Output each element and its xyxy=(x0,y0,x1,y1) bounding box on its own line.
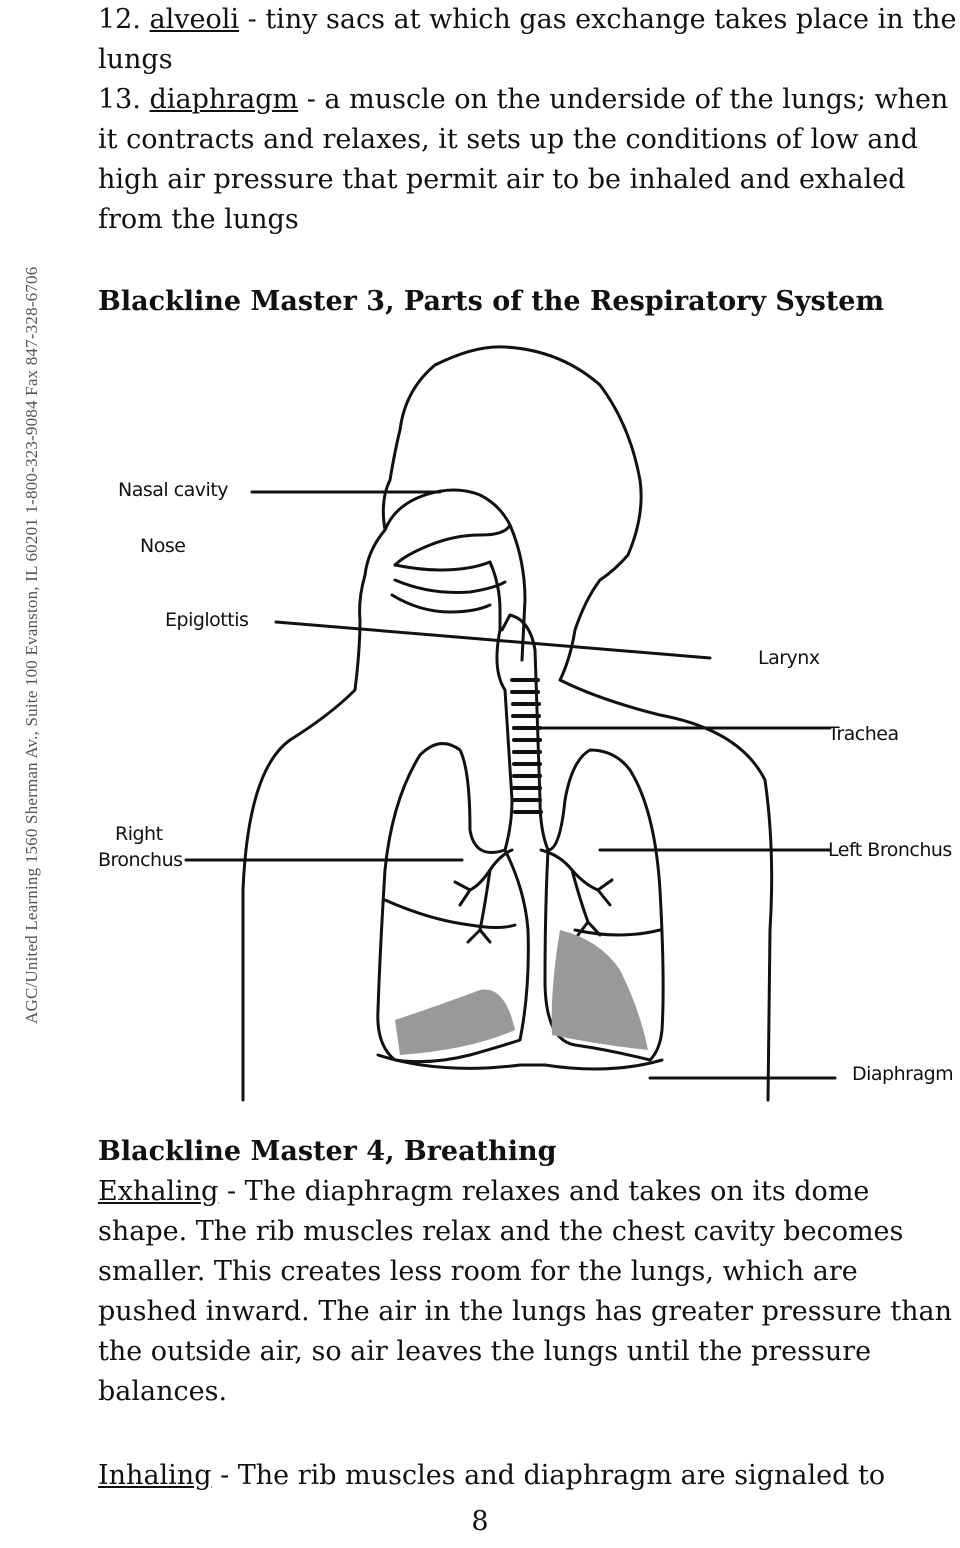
label-right-bronchus-line2: Bronchus xyxy=(98,849,183,871)
larynx-pointer xyxy=(274,620,712,660)
label-nose: Nose xyxy=(140,535,185,557)
respiratory-system-diagram: Nasal cavity Nose Epiglottis Larynx Trac… xyxy=(98,345,954,1102)
label-trachea: Trachea xyxy=(827,723,899,745)
glossary-number: 12. xyxy=(98,4,141,35)
body-outline xyxy=(241,345,774,1102)
page-number: 8 xyxy=(471,1506,489,1537)
label-right-bronchus-line1: Right xyxy=(115,823,163,845)
master4-title: Blackline Master 4, Breathing xyxy=(98,1136,557,1167)
glossary-definition: - tiny sacs at which gas exchange takes … xyxy=(98,4,957,75)
glossary-definition: - a muscle on the underside of the lungs… xyxy=(98,84,949,235)
mouth-outline xyxy=(390,593,492,614)
inhaling-term: Inhaling xyxy=(98,1460,212,1491)
glossary-term: diaphragm xyxy=(149,84,299,115)
right-lung-shading xyxy=(395,989,515,1055)
label-diaphragm: Diaphragm xyxy=(852,1063,953,1085)
left-bronchus xyxy=(539,848,614,937)
label-larynx: Larynx xyxy=(758,647,820,669)
exhaling-text: - The diaphragm relaxes and takes on its… xyxy=(98,1176,953,1407)
right-lung-outline xyxy=(376,742,530,1064)
glossary-term: alveoli xyxy=(149,4,240,35)
inhaling-paragraph: Inhaling - The rib muscles and diaphragm… xyxy=(98,1456,958,1496)
trachea-outline xyxy=(500,613,550,852)
inhaling-text: - The rib muscles and diaphragm are sign… xyxy=(211,1460,886,1491)
label-nasal-cavity: Nasal cavity xyxy=(118,479,228,501)
left-lung-shading xyxy=(551,930,648,1050)
exhaling-term: Exhaling xyxy=(98,1176,219,1207)
master3-title: Blackline Master 3, Parts of the Respira… xyxy=(98,286,885,317)
nasal-cavity-outline xyxy=(383,488,512,567)
label-left-bronchus: Left Bronchus xyxy=(828,839,952,861)
left-lung-outline xyxy=(543,748,665,1062)
diaphragm-outline xyxy=(376,1053,664,1071)
glossary-item-12: 12. alveoli - tiny sacs at which gas exc… xyxy=(98,0,958,80)
right-bronchus xyxy=(453,848,514,944)
exhaling-paragraph: Exhaling - The diaphragm relaxes and tak… xyxy=(98,1172,958,1412)
glossary-number: 13. xyxy=(98,84,141,115)
glossary-item-13: 13. diaphragm - a muscle on the undersid… xyxy=(98,80,958,240)
label-epiglottis: Epiglottis xyxy=(165,609,248,631)
